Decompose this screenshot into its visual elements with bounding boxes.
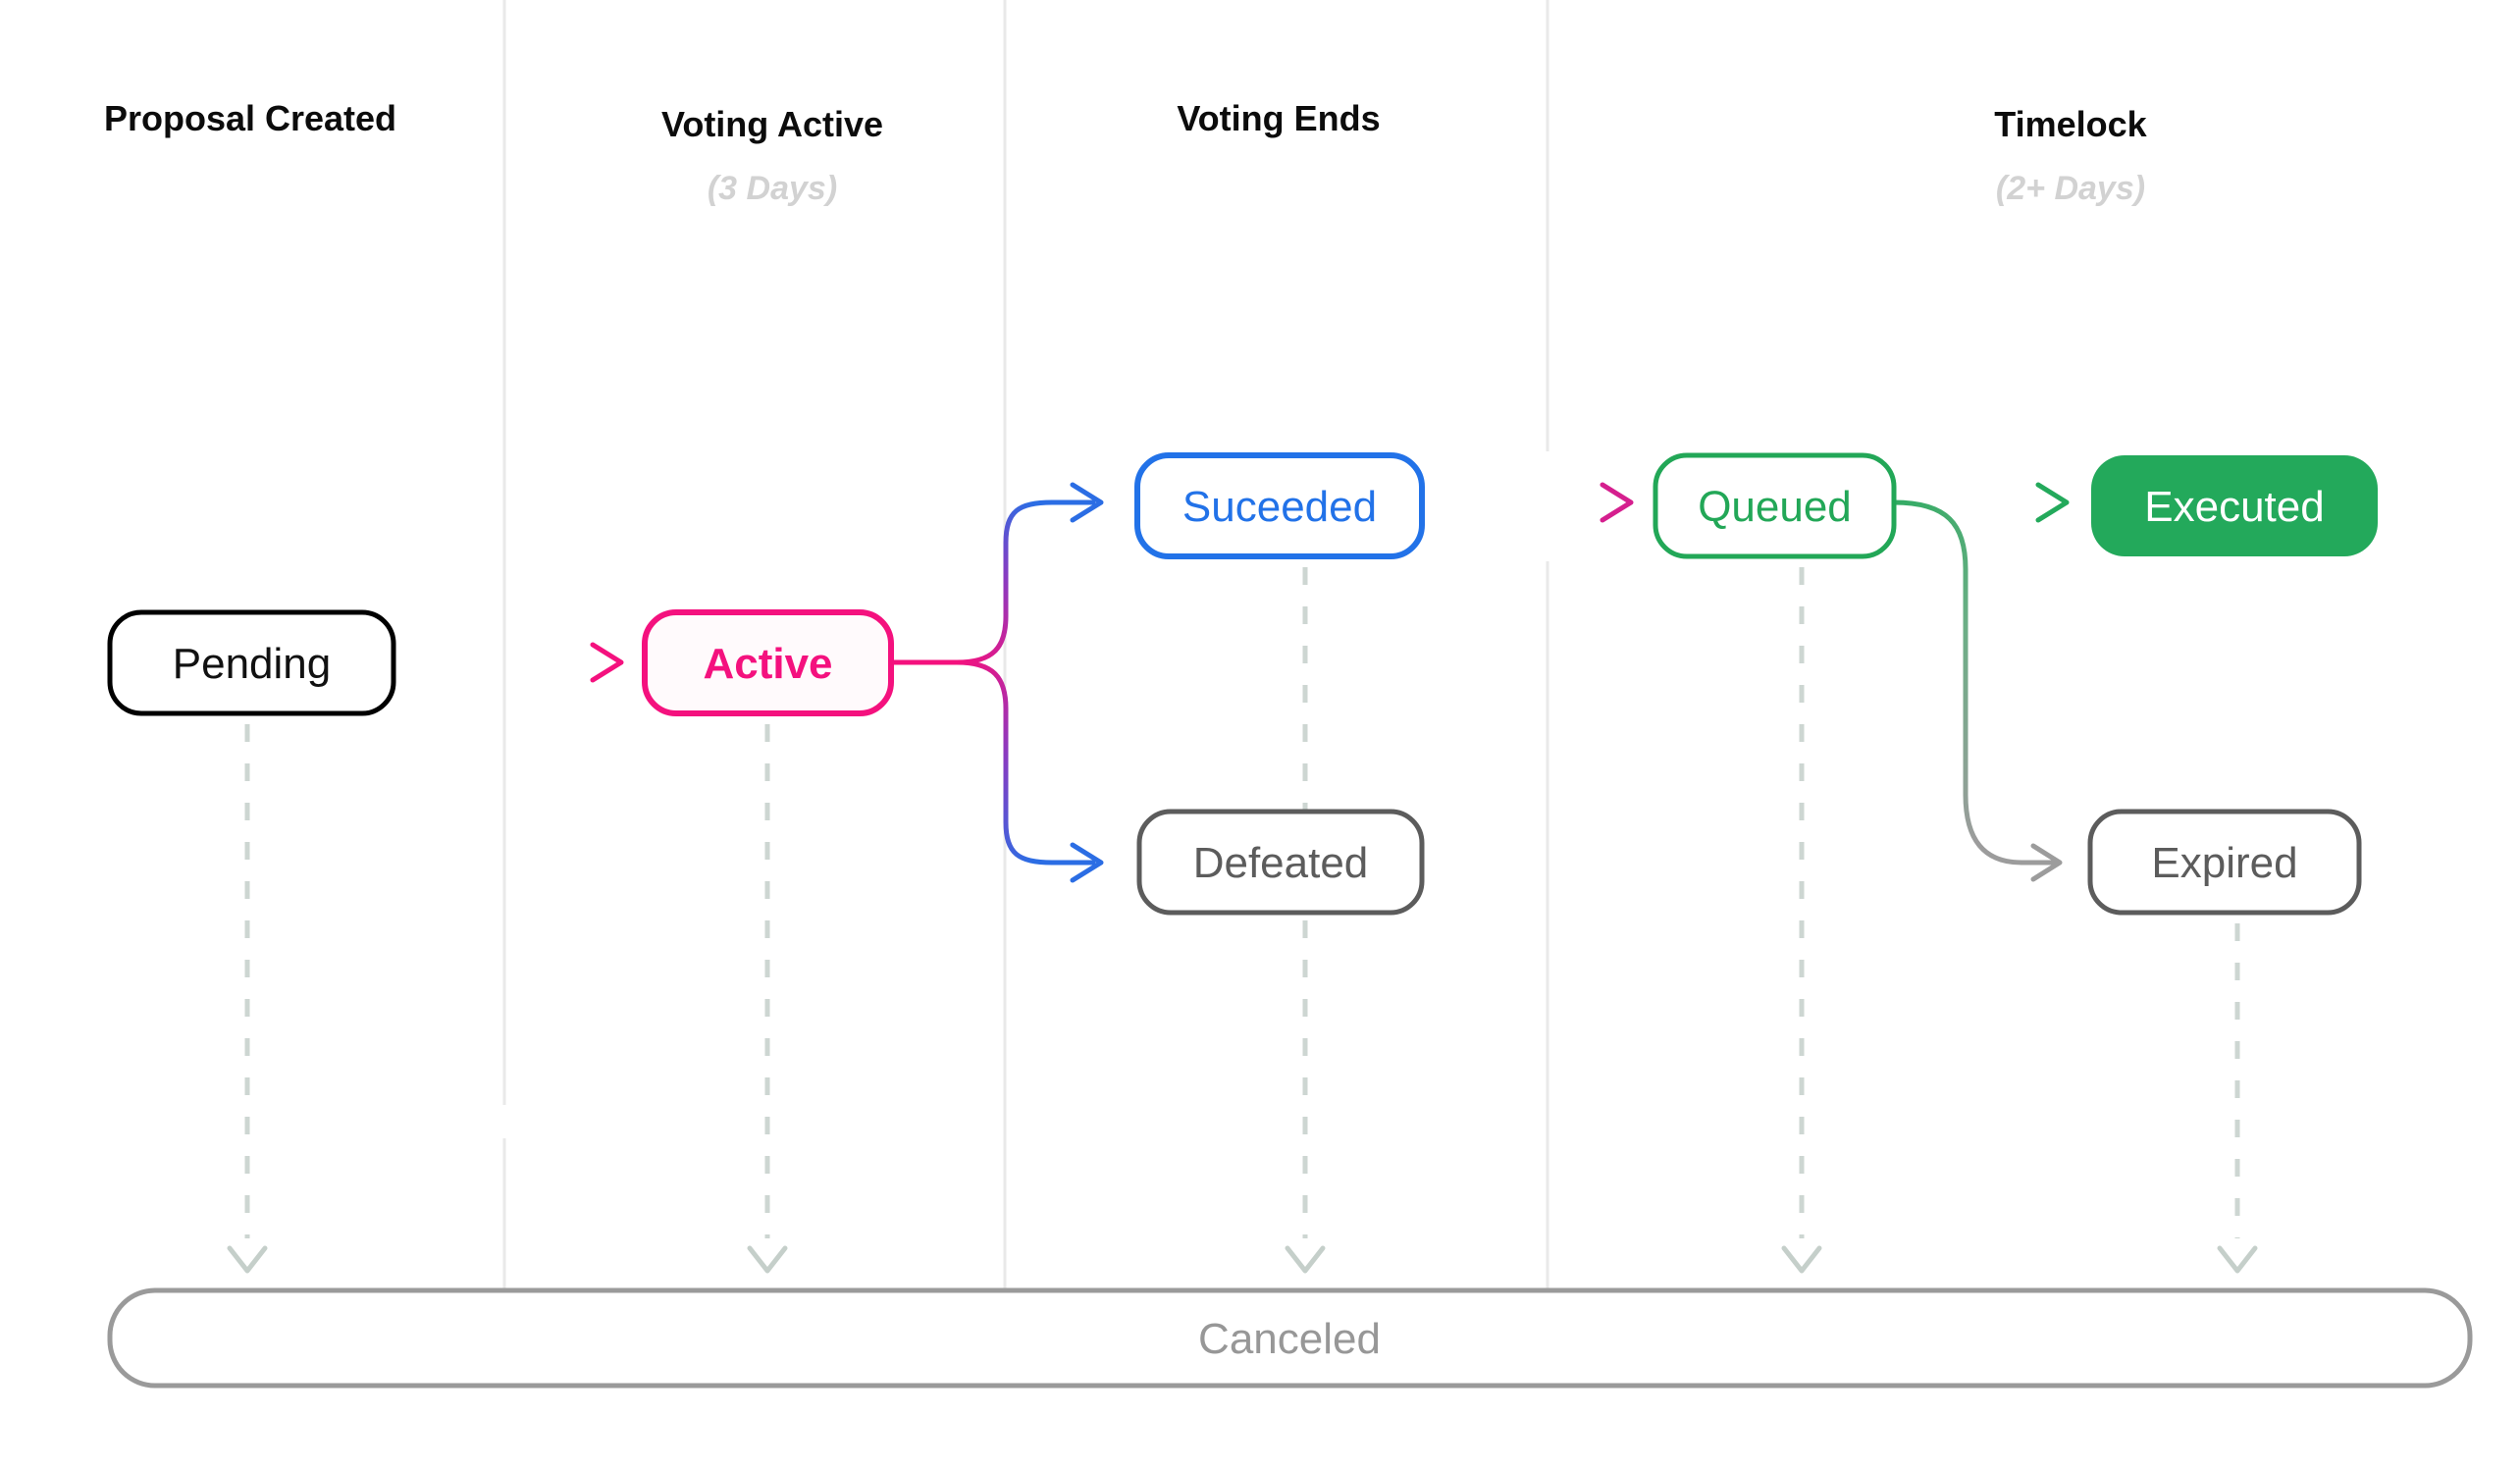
node-expired-label: Expired	[2151, 839, 2297, 887]
canceled-drop-lines	[227, 567, 2258, 1274]
node-active-label: Active	[703, 640, 832, 688]
node-queued-label: Queued	[1698, 483, 1852, 531]
flow-edges	[391, 482, 2070, 883]
phase-headers: Proposal Created Voting Active (3 Days) …	[104, 98, 2148, 207]
edge-active-to-suceeded	[954, 482, 1104, 665]
drop-line-expired	[2217, 923, 2258, 1274]
drop-line-queued	[1781, 567, 1822, 1274]
edge-pending-to-active	[391, 642, 624, 683]
node-suceeded[interactable]: Suceeded	[1134, 452, 1425, 559]
edge-active-to-defeated	[954, 659, 1104, 883]
node-active[interactable]: Active	[642, 609, 894, 716]
phase-subtitle-voting-active: (3 Days)	[708, 170, 837, 207]
node-pending[interactable]: Pending	[107, 609, 396, 716]
node-canceled-label: Canceled	[1198, 1315, 1381, 1363]
node-canceled[interactable]: Canceled	[107, 1287, 2473, 1389]
phase-separators	[502, 0, 1549, 1291]
edge-suceeded-to-queued	[1419, 482, 1634, 523]
edge-queued-to-executed	[1891, 482, 2070, 523]
phase-subtitle-timelock: (2+ Days)	[1996, 170, 2145, 207]
node-suceeded-label: Suceeded	[1182, 483, 1377, 531]
phase-title-proposal-created: Proposal Created	[104, 98, 396, 138]
node-executed[interactable]: Executed	[2091, 455, 2378, 556]
edge-queued-to-expired	[1891, 499, 2063, 882]
drop-line-active	[747, 724, 788, 1274]
drop-line-suceeded	[1285, 567, 1326, 1274]
phase-title-voting-ends: Voting Ends	[1177, 98, 1380, 138]
node-expired[interactable]: Expired	[2087, 809, 2362, 916]
phase-title-voting-active: Voting Active	[661, 104, 883, 144]
node-executed-label: Executed	[2144, 483, 2324, 531]
drop-line-pending	[227, 724, 268, 1274]
state-nodes: Pending Active Suceeded Queued Executed	[107, 452, 2378, 916]
node-defeated-label: Defeated	[1193, 839, 1369, 887]
phase-title-timelock: Timelock	[1994, 104, 2147, 144]
node-queued[interactable]: Queued	[1653, 452, 1897, 559]
node-defeated[interactable]: Defeated	[1136, 809, 1425, 916]
node-pending-label: Pending	[173, 640, 331, 688]
